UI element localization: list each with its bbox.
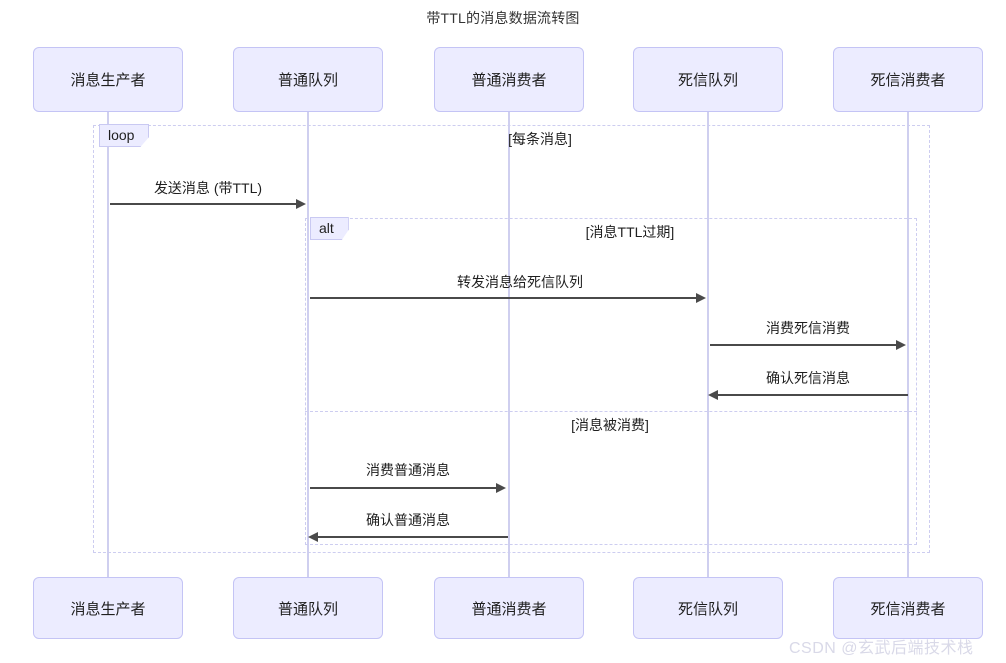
message-line-m6	[318, 536, 508, 538]
alt-frame-else-divider	[305, 411, 917, 412]
participant-box-consumer-bottom[interactable]: 普通消费者	[434, 577, 584, 639]
participant-box-consumer-top[interactable]: 普通消费者	[434, 47, 584, 112]
message-label-m4: 确认死信消息	[766, 370, 850, 386]
lifeline-producer	[107, 112, 109, 578]
message-arrowhead-m6	[308, 532, 318, 542]
participant-label: 消息生产者	[70, 600, 146, 618]
alt-frame	[305, 218, 917, 545]
alt-frame-label: alt	[310, 217, 349, 240]
participant-label: 死信队列	[677, 600, 738, 618]
lifeline-dlq-consumer	[907, 112, 909, 578]
participant-label: 普通消费者	[471, 72, 547, 89]
message-arrowhead-m2	[696, 293, 706, 303]
loop-frame-label: loop	[99, 124, 150, 147]
message-label-m5: 消费普通消息	[366, 462, 450, 478]
message-label-m6: 确认普通消息	[366, 512, 450, 528]
lifeline-queue	[307, 112, 309, 578]
participant-box-queue-bottom[interactable]: 普通队列	[233, 577, 383, 639]
participant-label: 普通消费者	[471, 600, 547, 618]
message-line-m5	[310, 487, 498, 489]
participant-box-dlq-bottom[interactable]: 死信队列	[633, 577, 783, 639]
participant-label: 死信队列	[677, 72, 738, 89]
participant-box-producer-bottom[interactable]: 消息生产者	[33, 577, 183, 639]
message-line-m2	[310, 297, 698, 299]
participant-label: 消息生产者	[70, 72, 146, 89]
message-label-m1: 发送消息 (带TTL)	[153, 180, 263, 196]
loop-frame	[93, 125, 930, 553]
lifeline-dlq	[707, 112, 709, 578]
csdn-watermark: CSDN @玄武后端技术栈	[789, 640, 974, 657]
participant-label: 死信消费者	[870, 600, 946, 618]
participant-label: 普通队列	[277, 600, 338, 618]
participant-box-dlq-top[interactable]: 死信队列	[633, 47, 783, 112]
message-arrowhead-m5	[496, 483, 506, 493]
participant-box-dlq-consumer-top[interactable]: 死信消费者	[833, 47, 983, 112]
participant-label: 普通队列	[277, 72, 338, 89]
diagram-title: 带TTL的消息数据流转图	[426, 10, 580, 26]
alt-frame-condition: [消息TTL过期]	[585, 224, 675, 240]
message-line-m3	[710, 344, 898, 346]
participant-box-producer-top[interactable]: 消息生产者	[33, 47, 183, 112]
message-label-m3: 消费死信消费	[766, 320, 850, 336]
lifeline-consumer	[508, 112, 510, 578]
message-line-m4	[718, 394, 908, 396]
message-arrowhead-m3	[896, 340, 906, 350]
participant-box-queue-top[interactable]: 普通队列	[233, 47, 383, 112]
participant-label: 死信消费者	[870, 72, 946, 89]
message-arrowhead-m1	[296, 199, 306, 209]
alt-frame-else-condition: [消息被消费]	[571, 417, 649, 433]
message-label-m2: 转发消息给死信队列	[457, 274, 583, 290]
participant-box-dlq-consumer-bottom[interactable]: 死信消费者	[833, 577, 983, 639]
message-arrowhead-m4	[708, 390, 718, 400]
message-line-m1	[110, 203, 298, 205]
loop-frame-condition: [每条消息]	[508, 131, 572, 147]
